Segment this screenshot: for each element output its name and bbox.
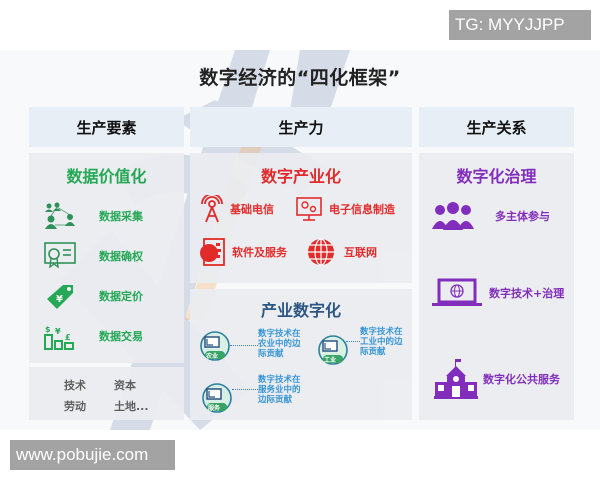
globe-icon: [308, 238, 334, 266]
factor-land: 土地...: [114, 400, 149, 413]
service-icon: [202, 383, 232, 413]
section-title-digital-industrialization: 数字产业化: [260, 167, 341, 186]
tg-watermark-badge: TG: MYYJJPP: [449, 10, 591, 40]
monitor-gears-icon: [296, 197, 322, 221]
section-title-industrial-digitalization: 产业数字化: [260, 301, 341, 320]
panel-digital-industrialization: 数字产业化 基础电信 电子信息制造 软件及服务: [190, 153, 412, 283]
panel-digital-governance: 数字化治理 多主体参与 数字技术+治理: [419, 153, 574, 420]
label-data-pricing: 数据定价: [99, 290, 143, 303]
industry-icon: [318, 335, 348, 365]
label-basic-telecom: 基础电信: [230, 203, 274, 216]
factor-technology: 技术: [64, 379, 86, 392]
item-data-rights: 数据确权: [43, 241, 143, 271]
note-agriculture: 数字技术在农业中的边际贡献: [258, 329, 301, 359]
software-service-icon: [200, 238, 225, 266]
item-electronics-manufacturing: 电子信息制造: [295, 195, 395, 223]
label-data-trading: 数据交易: [99, 330, 143, 343]
section-title-data-valorization: 数据价值化: [66, 167, 147, 186]
diagram-title: 数字经济的“四化框架”: [199, 67, 401, 89]
label-data-rights: 数据确权: [99, 250, 143, 263]
svg-text:$: $: [45, 325, 51, 334]
label-digital-public-services: 数字化公共服务: [483, 373, 560, 386]
signal-tower-icon: [201, 195, 223, 223]
public-building-icon: [434, 359, 478, 399]
badge-service: 服务: [208, 405, 221, 412]
panel-data-valorization: 数据价值化 数据采集 数据确权 ¥ 数据定价 $ ¥ £: [29, 153, 184, 363]
panel-other-factors: 技术 资本 劳动 土地...: [29, 367, 184, 420]
factor-labor: 劳动: [64, 400, 86, 413]
svg-text:¥: ¥: [55, 327, 61, 336]
badge-agriculture: 农业: [206, 353, 219, 360]
note-service: 数字技术在服务业中的边际贡献: [258, 375, 301, 405]
item-data-pricing: ¥ 数据定价: [43, 281, 143, 311]
note-industry: 数字技术在工业中的边际贡献: [360, 327, 403, 357]
laptop-globe-icon: [432, 278, 482, 306]
url-watermark-badge: www.pobujie.com: [10, 440, 175, 470]
item-data-trading: $ ¥ £ 数据交易: [43, 321, 143, 351]
label-internet: 互联网: [344, 246, 377, 259]
header-production-relations: 生产关系: [419, 107, 574, 147]
connector-industry: [346, 341, 360, 342]
badge-industry: 工业: [324, 357, 337, 364]
network-people-icon: [45, 202, 75, 229]
header-production-factors: 生产要素: [29, 107, 184, 147]
connector-agriculture: [230, 345, 258, 346]
item-software-services: 软件及服务: [198, 237, 287, 267]
label-electronics-manufacturing: 电子信息制造: [329, 203, 395, 216]
people-group-icon: [432, 202, 474, 230]
item-multi-stakeholder: 多主体参与: [431, 201, 550, 231]
factor-capital: 资本: [114, 379, 136, 392]
label-software-services: 软件及服务: [232, 246, 287, 259]
panel-industrial-digitalization: 产业数字化 农业 数字技术在农业中的边际贡献 工业 数字技术在工业中的边际贡献 …: [190, 289, 412, 420]
item-internet: 互联网: [306, 237, 377, 267]
item-digital-public-services: 数字化公共服务: [433, 358, 560, 400]
agriculture-icon: [200, 331, 230, 361]
price-tag-icon: ¥: [47, 285, 73, 309]
label-data-collection: 数据采集: [99, 210, 143, 223]
connector-service: [232, 389, 258, 390]
item-digital-tech-governance: 数字技术+治理: [431, 278, 564, 308]
item-data-collection: 数据采集: [43, 201, 143, 231]
header-productivity: 生产力: [190, 107, 412, 147]
certificate-icon: [44, 242, 76, 269]
svg-text:¥: ¥: [56, 294, 63, 305]
label-multi-stakeholder: 多主体参与: [495, 210, 550, 223]
item-basic-telecom: 基础电信: [200, 195, 274, 223]
label-digital-tech-governance: 数字技术+治理: [489, 287, 565, 300]
currency-trade-icon: $ ¥ £: [44, 325, 74, 350]
svg-text:£: £: [65, 333, 71, 342]
section-title-digital-governance: 数字化治理: [456, 167, 537, 186]
